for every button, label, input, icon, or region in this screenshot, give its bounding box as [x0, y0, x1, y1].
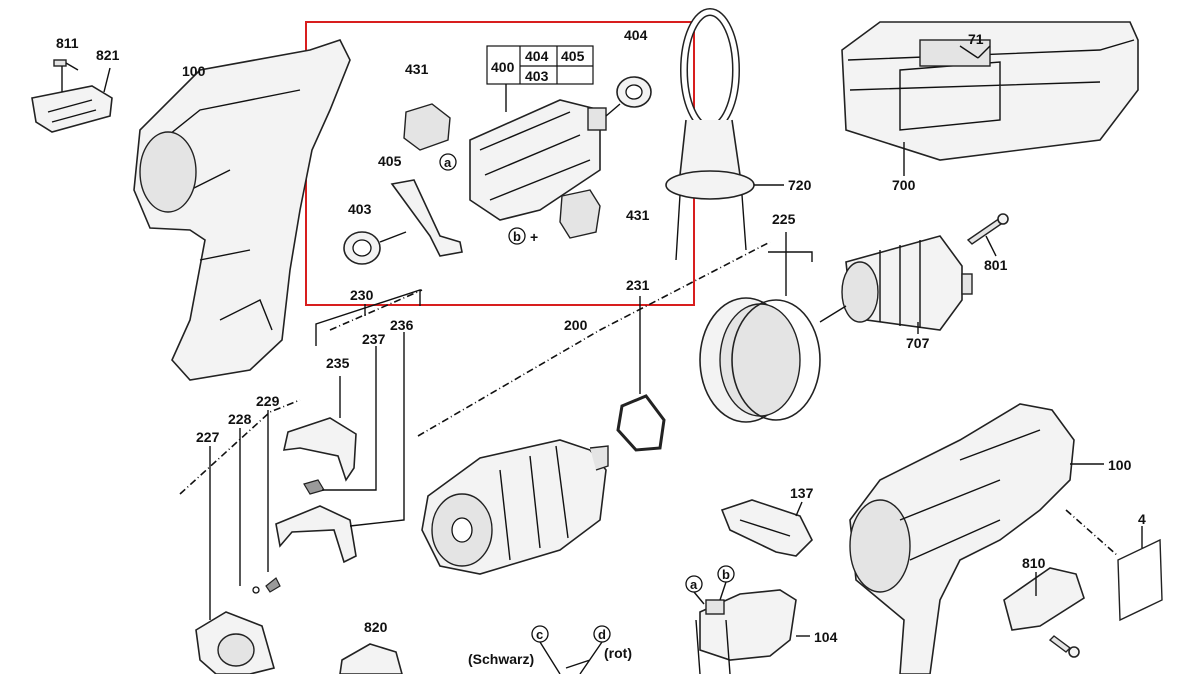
callout-a2-text: a [690, 577, 698, 592]
part-100-housing-right [849, 403, 1075, 674]
part-821-clip [31, 85, 113, 133]
label-707: 707 [906, 335, 930, 351]
label-228: 228 [228, 411, 252, 427]
label-104: 104 [814, 629, 838, 645]
part-431-brush-holder-bottom [559, 189, 601, 239]
label-431-top: 431 [405, 61, 429, 77]
label-810: 810 [1022, 555, 1046, 571]
label-231: 231 [626, 277, 650, 293]
label-229: 229 [256, 393, 280, 409]
label-237: 237 [362, 331, 386, 347]
label-700: 700 [892, 177, 916, 193]
label-200: 200 [564, 317, 588, 333]
part-4-label-plate [1117, 538, 1163, 622]
label-137: 137 [790, 485, 814, 501]
part-228-ball [252, 586, 260, 594]
part-100-housing-left [133, 39, 351, 381]
part-404-bearing [616, 76, 652, 108]
part-810-clip [1003, 567, 1085, 631]
callout-a-text: a [444, 155, 452, 170]
label-71: 71 [968, 31, 984, 47]
label-236: 236 [390, 317, 414, 333]
callout-b-text: b [513, 229, 521, 244]
part-810-screw [1048, 635, 1080, 658]
label-403: 403 [348, 201, 372, 217]
part-700-carry-case [841, 21, 1139, 161]
label-820: 820 [364, 619, 388, 635]
part-236-shift-ring [275, 505, 357, 564]
part-707-drill-chuck [841, 235, 973, 331]
part-225-gear-ring [699, 297, 821, 423]
label-405-table: 405 [561, 48, 585, 64]
part-801-screw [966, 213, 1009, 245]
part-403-bearing [343, 231, 381, 265]
label-plus: + [530, 229, 538, 245]
axis-line-main [417, 241, 771, 437]
part-231-o-ring [616, 394, 666, 452]
motor-label-table [486, 45, 594, 112]
label-821: 821 [96, 47, 120, 63]
part-200-gearbox [421, 439, 609, 575]
part-235-shift-cover [282, 417, 357, 482]
callout-d-text: d [598, 627, 606, 642]
callout-c-text: c [536, 627, 543, 642]
part-237-spring [303, 479, 325, 495]
callout-b2-text: b [722, 567, 730, 582]
label-404: 404 [624, 27, 648, 43]
label-400: 400 [491, 59, 515, 75]
label-227: 227 [196, 429, 220, 445]
label-403-table: 403 [525, 68, 549, 84]
label-schwarz: (Schwarz) [468, 651, 534, 667]
label-230: 230 [350, 287, 374, 303]
label-811: 811 [56, 35, 79, 51]
label-720: 720 [788, 177, 812, 193]
part-400-motor [469, 99, 607, 221]
label-100-right: 100 [1108, 457, 1132, 473]
label-405: 405 [378, 153, 402, 169]
label-404-table: 404 [525, 48, 549, 64]
label-431-bottom: 431 [626, 207, 650, 223]
label-801: 801 [984, 257, 1008, 273]
label-rot: (rot) [604, 645, 632, 661]
label-225: 225 [772, 211, 796, 227]
part-405-bracket [390, 179, 463, 257]
part-104-switch [695, 589, 797, 674]
part-811-screw [53, 59, 79, 71]
label-235: 235 [326, 355, 350, 371]
callout-a-circle [439, 153, 457, 171]
part-820 [339, 643, 403, 674]
callout-b-circle [508, 227, 526, 245]
part-227-ring [195, 611, 275, 674]
part-229-spring [265, 577, 281, 593]
part-720-side-handle [665, 8, 755, 261]
label-100-left: 100 [182, 63, 206, 79]
part-431-brush-holder-top [403, 103, 451, 151]
label-4: 4 [1138, 511, 1146, 527]
part-137-slider [720, 499, 813, 557]
